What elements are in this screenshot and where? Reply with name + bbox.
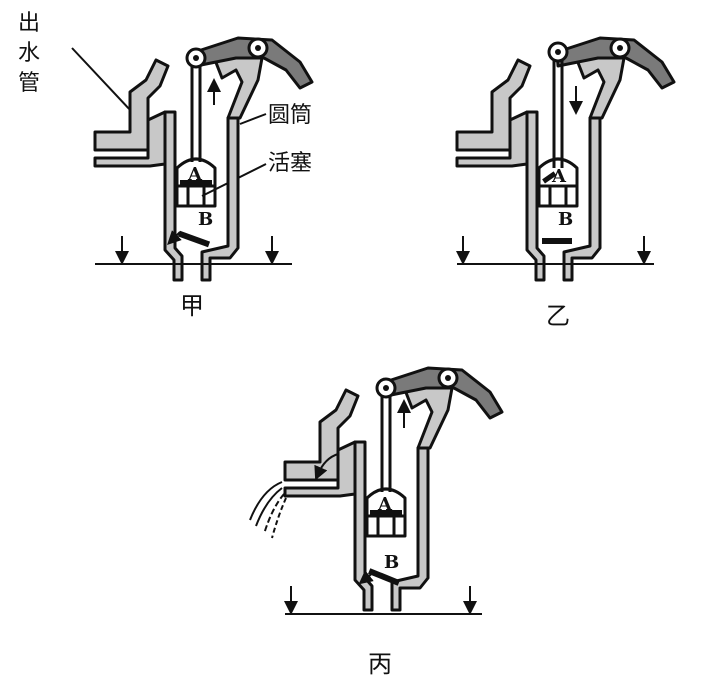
cylinder-label: 圆筒	[239, 103, 312, 128]
valve-a-label: A	[377, 494, 393, 515]
outlet-pipe	[455, 58, 532, 152]
pivot-handle-center	[445, 375, 451, 381]
valve-a	[542, 171, 557, 184]
water-stream	[249, 481, 287, 539]
panel-yi: A B 乙	[455, 36, 676, 330]
pivot-top-center	[383, 385, 389, 391]
outlet-pipe-label-char-3: 管	[18, 71, 40, 96]
pump-body: A B	[93, 36, 314, 282]
valve-b-label: B	[558, 209, 573, 230]
piston-label-text: 活塞	[268, 151, 312, 176]
cylinder-right-wall	[390, 446, 430, 612]
valve-a	[180, 180, 212, 186]
valve-a	[370, 510, 402, 516]
valve-a-label: A	[551, 166, 567, 187]
piston	[365, 487, 407, 538]
outlet-pipe-label-char-2: 水	[18, 41, 40, 66]
outlet-pipe-label-char-1: 出	[18, 11, 40, 36]
outlet-pipe	[93, 58, 170, 152]
piston	[175, 157, 217, 208]
piston-label: 活塞	[201, 151, 312, 197]
flow-arrow-b	[167, 230, 182, 245]
pivot-top-center	[555, 49, 561, 55]
pump-body: A B	[249, 366, 504, 612]
panel-bing-caption: 丙	[368, 650, 392, 678]
valve-b	[368, 568, 400, 586]
panel-jia-caption: 甲	[180, 292, 204, 320]
valve-b-label: B	[384, 552, 399, 573]
pump-body: A B	[455, 36, 676, 282]
cylinder-left-wall	[353, 440, 374, 612]
pivot-handle-center	[617, 45, 623, 51]
cylinder-left-wall	[525, 110, 546, 282]
piston	[537, 157, 579, 208]
panel-jia: A B 甲	[93, 36, 314, 320]
valve-b	[177, 230, 211, 248]
pivot-handle-center	[255, 45, 261, 51]
cylinder-leader	[239, 113, 267, 125]
panel-yi-caption: 乙	[546, 302, 570, 330]
valve-b	[542, 238, 572, 244]
cylinder-label-text: 圆筒	[268, 103, 312, 128]
cylinder-left-wall	[163, 110, 184, 282]
cylinder-right-wall	[200, 116, 240, 282]
panel-bing: A B 丙	[249, 366, 504, 678]
outflow-arrow	[314, 453, 339, 481]
valve-a-label: A	[187, 164, 203, 185]
cylinder-right-wall	[562, 116, 602, 282]
pivot-top-center	[193, 55, 199, 61]
outlet-pipe	[283, 388, 360, 482]
valve-b-label: B	[198, 209, 213, 230]
flow-arrow-b	[358, 570, 375, 585]
outlet-pipe-leader	[71, 47, 133, 113]
outlet-pipe-label: 出 水 管	[18, 11, 133, 113]
